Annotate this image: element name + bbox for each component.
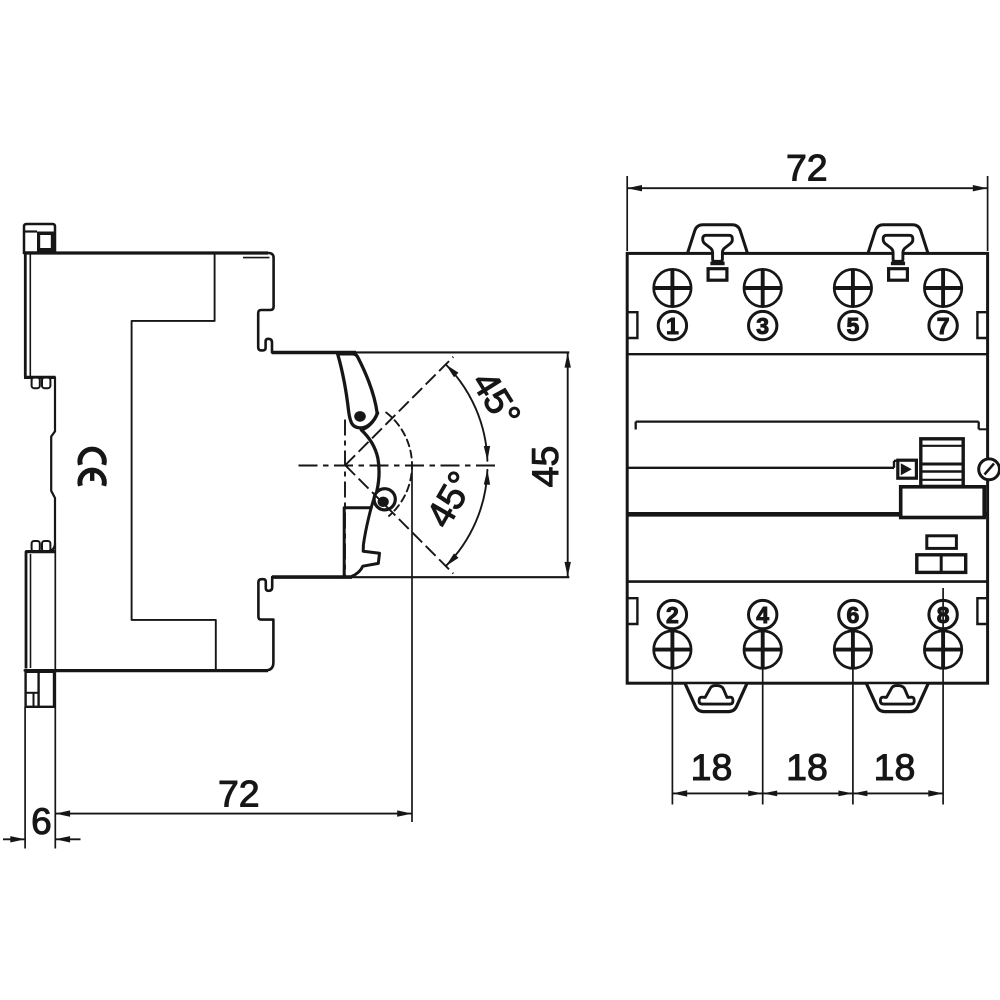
- svg-text:72: 72: [786, 147, 828, 189]
- svg-text:45: 45: [524, 446, 566, 488]
- svg-text:7: 7: [937, 313, 950, 339]
- svg-text:1: 1: [666, 313, 679, 339]
- svg-text:2: 2: [666, 602, 679, 628]
- svg-text:6: 6: [847, 602, 860, 628]
- svg-text:3: 3: [756, 313, 769, 339]
- svg-text:18: 18: [691, 746, 733, 788]
- svg-text:72: 72: [218, 772, 260, 814]
- svg-text:18: 18: [786, 746, 828, 788]
- svg-text:5: 5: [847, 313, 860, 339]
- svg-text:18: 18: [874, 746, 916, 788]
- svg-text:6: 6: [31, 801, 52, 842]
- svg-text:4: 4: [756, 602, 769, 628]
